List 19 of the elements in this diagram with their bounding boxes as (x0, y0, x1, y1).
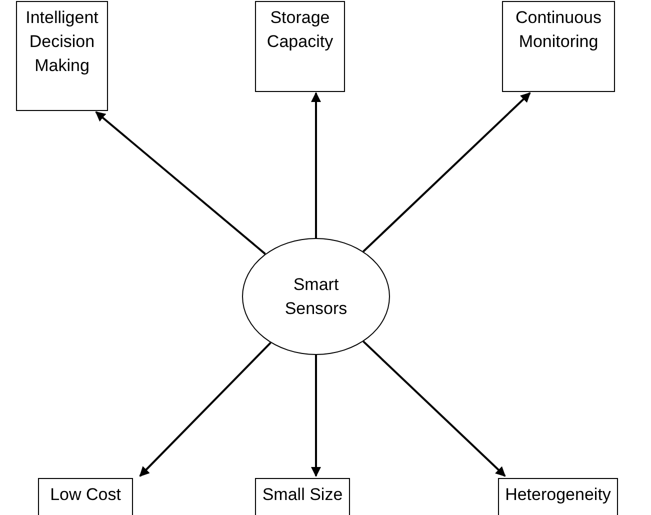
node-label: Smart Sensors (284, 274, 348, 320)
node-label: Low Cost (49, 484, 122, 506)
arrow (95, 111, 266, 255)
text-box (498, 478, 618, 515)
text-box (16, 1, 108, 111)
text-box (38, 478, 133, 515)
text-box (255, 1, 345, 92)
node-label: Intelligent Decision Making (24, 7, 100, 77)
node-label: Small Size (261, 484, 344, 506)
arrow (311, 355, 321, 477)
arrow (362, 92, 531, 252)
text-box (502, 1, 615, 92)
arrow (362, 340, 506, 477)
arrow (311, 92, 321, 238)
text-box (255, 478, 350, 515)
arrow (139, 342, 272, 477)
node-label: Continuous Monitoring (514, 7, 602, 53)
node-label: Heterogeneity (504, 484, 612, 506)
node-label: Storage Capacity (266, 7, 334, 53)
